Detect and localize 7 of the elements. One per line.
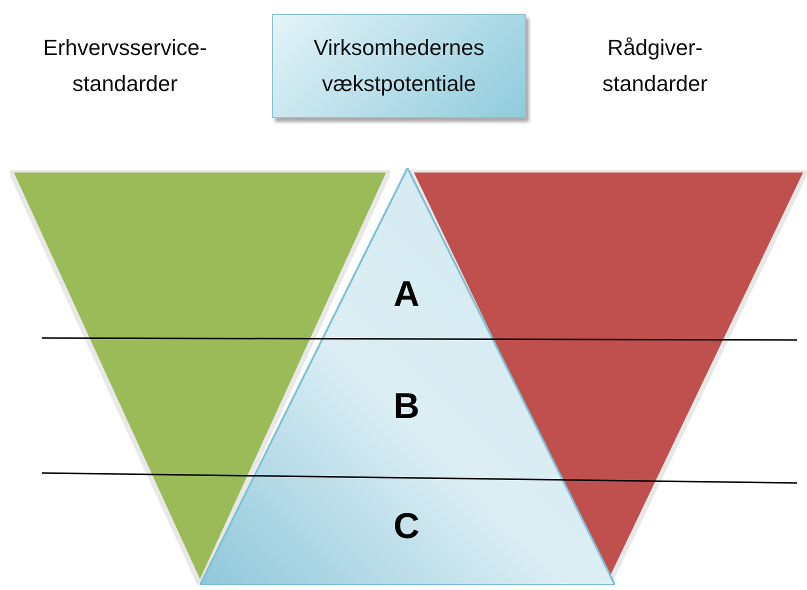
section-letter: B: [394, 386, 420, 426]
section-letter: C: [394, 506, 420, 546]
label-box: [272, 14, 526, 118]
side-label: Rådgiver-standarder: [601, 34, 709, 98]
side-label: Erhvervsservice-standarder: [42, 34, 208, 98]
box-text: Virksomhedernes vækstpotentiale: [312, 34, 486, 98]
section-letter: A: [394, 274, 420, 314]
